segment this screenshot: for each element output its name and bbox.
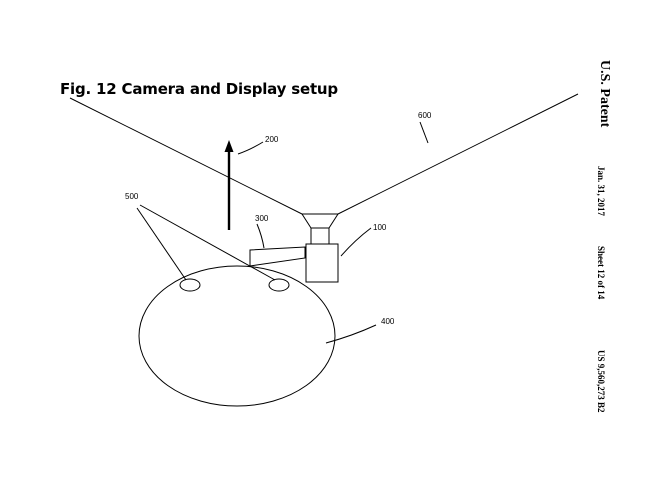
field-of-view-line-left: [69, 97, 303, 215]
direction-arrow: [224, 140, 234, 230]
ref-100: 100: [373, 223, 387, 232]
header-date: Jan. 31, 2017: [596, 166, 606, 217]
camera-body: [305, 243, 339, 283]
ref-600: 600: [418, 111, 432, 120]
marker-left: [179, 278, 201, 292]
ref-300: 300: [255, 214, 269, 223]
field-of-view-line-right: [337, 93, 579, 215]
ref-200: 200: [265, 135, 279, 144]
header-patent-number: US 9,560,273 B2: [596, 350, 606, 413]
mounting-arm: [249, 246, 306, 267]
leader-300: [256, 223, 265, 249]
display-surface: [138, 265, 336, 407]
camera-lens: [301, 213, 339, 229]
leader-600: [419, 121, 429, 144]
leader-500-right: [139, 204, 276, 281]
marker-right: [268, 278, 290, 292]
ref-500: 500: [125, 192, 139, 201]
figure-title: Fig. 12 Camera and Display setup: [60, 80, 338, 98]
camera-lens-neck: [310, 227, 330, 245]
leader-400: [325, 324, 377, 344]
header-patent-label: U.S. Patent: [597, 60, 612, 128]
header-sheet: Sheet 12 of 14: [596, 246, 606, 300]
leader-500-left: [136, 207, 187, 281]
leader-200: [237, 141, 264, 155]
ref-400: 400: [381, 317, 395, 326]
leader-100: [340, 227, 372, 257]
